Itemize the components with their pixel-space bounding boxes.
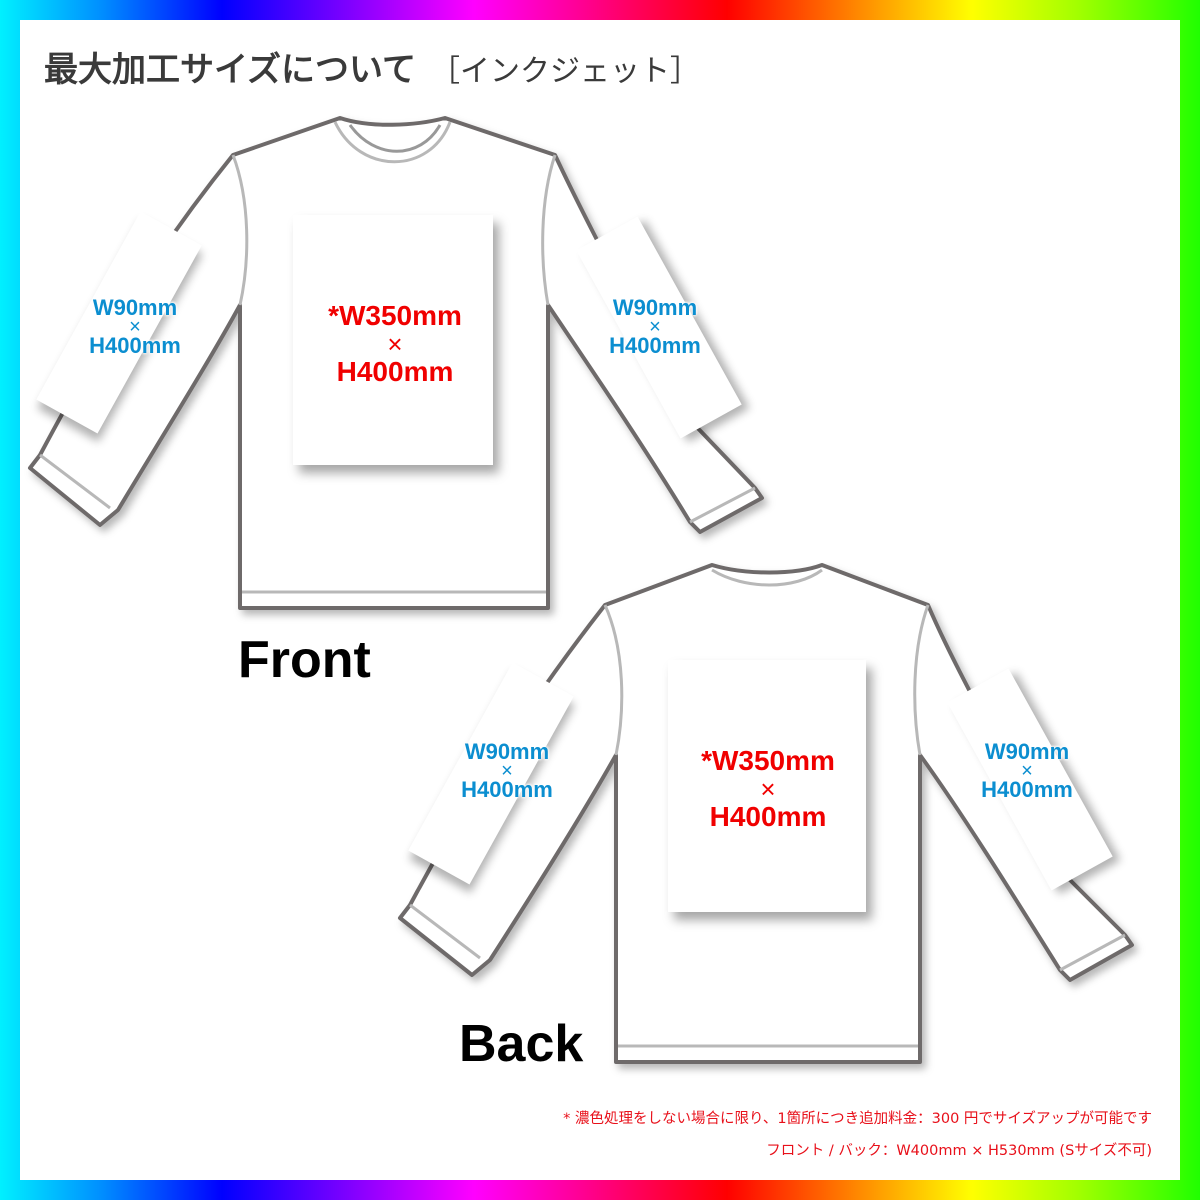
- back-left-sleeve-dimension: W90mm × H400mm: [442, 740, 572, 802]
- front-label: Front: [238, 631, 371, 689]
- front-right-sleeve-dimension: W90mm × H400mm: [590, 296, 720, 358]
- title-subtitle: ［インクジェット］: [429, 54, 700, 89]
- title-text: 最大加工サイズについて: [44, 50, 416, 90]
- times-icon: ×: [501, 760, 513, 782]
- back-body-print-zone: [668, 660, 866, 912]
- front-left-sleeve-dimension: W90mm × H400mm: [70, 296, 200, 358]
- times-icon: ×: [760, 774, 776, 804]
- back-body-dimension: *W350mm × H400mm: [678, 745, 858, 833]
- front-body-print-zone: [293, 215, 493, 465]
- front-body-dimension: *W350mm × H400mm: [305, 300, 485, 388]
- times-icon: ×: [387, 329, 403, 359]
- back-right-sleeve-dimension: W90mm × H400mm: [962, 740, 1092, 802]
- times-icon: ×: [649, 316, 661, 338]
- times-icon: ×: [1021, 760, 1033, 782]
- back-label: Back: [459, 1015, 584, 1073]
- note-line-1: * 濃色処理をしない場合に限り、1箇所につき追加料金：300 円でサイズアップが…: [563, 1111, 1152, 1127]
- note-line-2: フロント / バック：W400mm × H530mm (Sサイズ不可): [766, 1143, 1152, 1159]
- times-icon: ×: [129, 316, 141, 338]
- back-shirt-details: [409, 568, 1126, 1048]
- page-title: 最大加工サイズについて ［インクジェット］: [44, 42, 700, 91]
- front-shirt-details: [39, 121, 756, 594]
